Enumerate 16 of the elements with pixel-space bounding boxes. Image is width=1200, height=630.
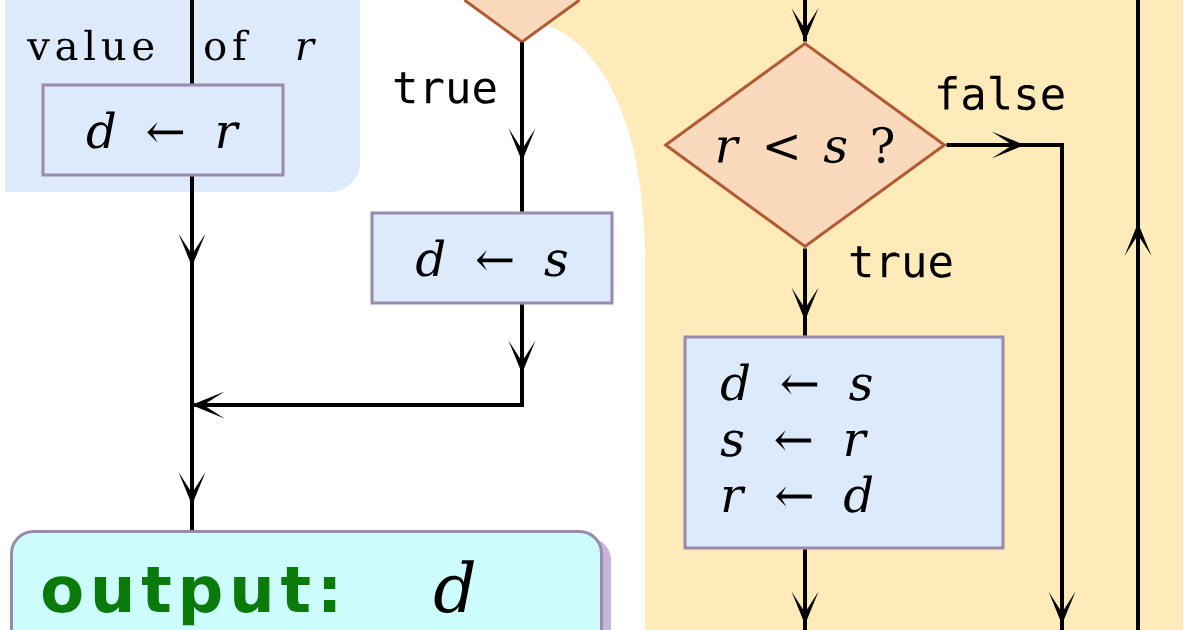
edge-label: true (850, 246, 952, 278)
arrow (178, 176, 206, 405)
process-box: d ← r (41, 83, 285, 177)
arrow (946, 131, 1076, 630)
edge-label: true (394, 72, 496, 104)
output-box: output: d (10, 530, 611, 630)
process-box: d ← s (370, 211, 614, 305)
arrow (178, 405, 206, 530)
arrow (791, 0, 819, 42)
arrow (791, 549, 819, 630)
decision-diamond (463, 0, 581, 44)
arrow (191, 304, 536, 419)
arrow (508, 42, 536, 212)
arrow (791, 248, 819, 336)
connector-line (190, 0, 194, 84)
process-box: d ← s s ← r r ← d (683, 335, 1005, 550)
